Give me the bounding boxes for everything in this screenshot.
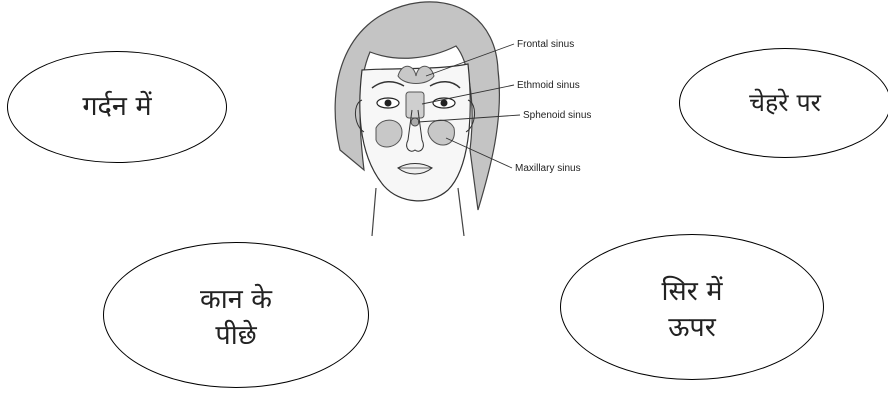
sinus-diagram: Frontal sinus Ethmoid sinus Sphenoid sin…	[318, 0, 626, 236]
bubble-face: चेहरे पर	[679, 48, 888, 158]
bubble-neck: गर्दन में	[7, 51, 227, 163]
bubble-top-head-line-2: ऊपर	[661, 310, 722, 346]
bubble-behind-ear-line-1: कान के	[200, 282, 272, 318]
sphenoid-sinus-label: Sphenoid sinus	[523, 110, 591, 121]
bubble-top-head-line-1: सिर में	[661, 274, 722, 310]
bubble-behind-ear-line-2: पीछे	[200, 318, 272, 354]
bubble-neck-text: गर्दन में	[82, 91, 151, 122]
ethmoid-sinus-label: Ethmoid sinus	[517, 80, 580, 91]
bubble-top-head: सिर में ऊपर	[560, 234, 824, 380]
bubble-behind-ear: कान के पीछे	[103, 242, 369, 388]
frontal-sinus-label: Frontal sinus	[517, 39, 574, 50]
pupil-right	[441, 100, 448, 107]
sphenoid-sinus-shape	[411, 118, 419, 126]
ethmoid-sinus-shape	[406, 92, 424, 118]
bubble-face-text: चेहरे पर	[749, 88, 821, 117]
maxillary-sinus-label: Maxillary sinus	[515, 163, 581, 174]
pupil-left	[385, 100, 392, 107]
